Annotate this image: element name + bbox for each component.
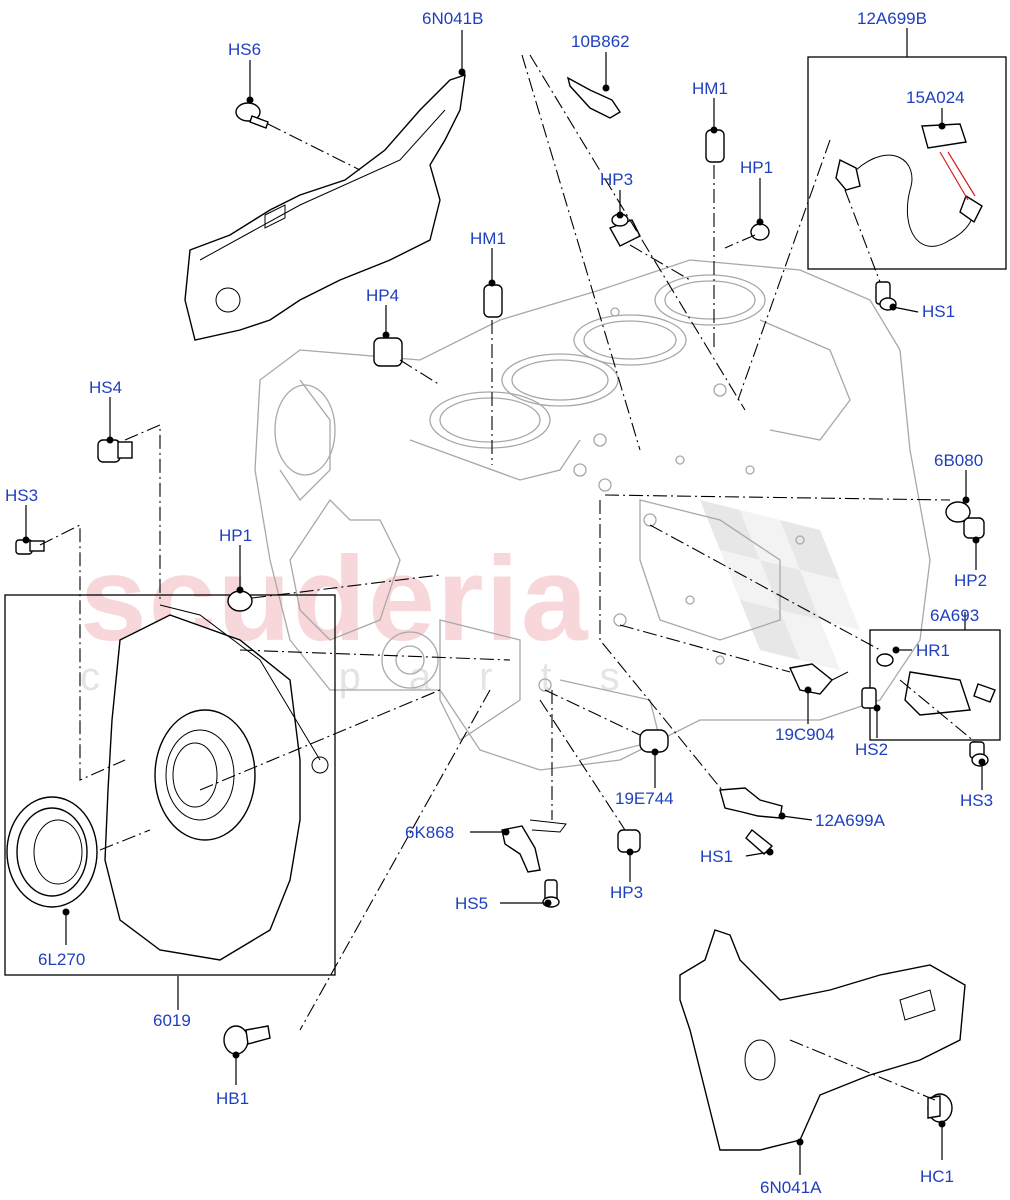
callout-6A693: 6A693: [930, 606, 979, 625]
crankshaft-oil-seal: [6, 796, 98, 908]
callout-6N041A: 6N041A: [760, 1178, 822, 1197]
callout-12A699B: 12A699B: [857, 9, 927, 28]
front-cover: [104, 604, 329, 961]
callout-6K868: 6K868: [405, 823, 454, 842]
callout-HS6: HS6: [228, 40, 261, 59]
callout-HC1: HC1: [920, 1167, 954, 1186]
callout-6N041B: 6N041B: [422, 9, 483, 28]
callout-HP4: HP4: [366, 286, 399, 305]
callout-HP3-lower: HP3: [610, 883, 643, 902]
timing-cover-lower: [679, 929, 966, 1151]
watermark: scuderia car parts: [80, 500, 860, 699]
group-box-6019: [4, 594, 336, 976]
callout-6B080: 6B080: [934, 451, 983, 470]
callout-HM1: HM1: [692, 79, 728, 98]
cylinder-block: [254, 259, 931, 771]
callout-12A699A: 12A699A: [815, 811, 886, 830]
timing-cover-upper: [184, 73, 466, 341]
callout-HS5: HS5: [455, 894, 488, 913]
leader-lines: [22, 28, 986, 1175]
callout-HB1: HB1: [216, 1089, 249, 1108]
callout-HR1: HR1: [916, 641, 950, 660]
callout-19E744: 19E744: [615, 789, 674, 808]
checkered-flag-icon: [700, 500, 860, 670]
callout-HP2: HP2: [954, 571, 987, 590]
callout-6019: 6019: [153, 1011, 191, 1030]
callout-6L270: 6L270: [38, 950, 85, 969]
callout-HP1: HP1: [740, 158, 773, 177]
callout-HM1-lower: HM1: [470, 229, 506, 248]
callout-HP1-left: HP1: [219, 526, 252, 545]
callout-HS1: HS1: [922, 302, 955, 321]
callout-10B862: 10B862: [571, 32, 630, 51]
callout-HS3: HS3: [5, 486, 38, 505]
callout-15A024: 15A024: [906, 88, 965, 107]
callout-HS1-lower: HS1: [700, 847, 733, 866]
callout-HP3: HP3: [600, 170, 633, 189]
assembly-lines: [39, 54, 976, 1101]
callout-19C904: 19C904: [775, 725, 835, 744]
callout-HS4: HS4: [89, 378, 122, 397]
small-parts: [15, 76, 996, 1123]
group-box-6A693: [869, 629, 1001, 741]
callout-labels: HS6 6N041B 10B862 12A699B HM1 15A024 HP3…: [5, 9, 993, 1197]
callout-HS3-right: HS3: [960, 791, 993, 810]
callout-HS2: HS2: [855, 740, 888, 759]
